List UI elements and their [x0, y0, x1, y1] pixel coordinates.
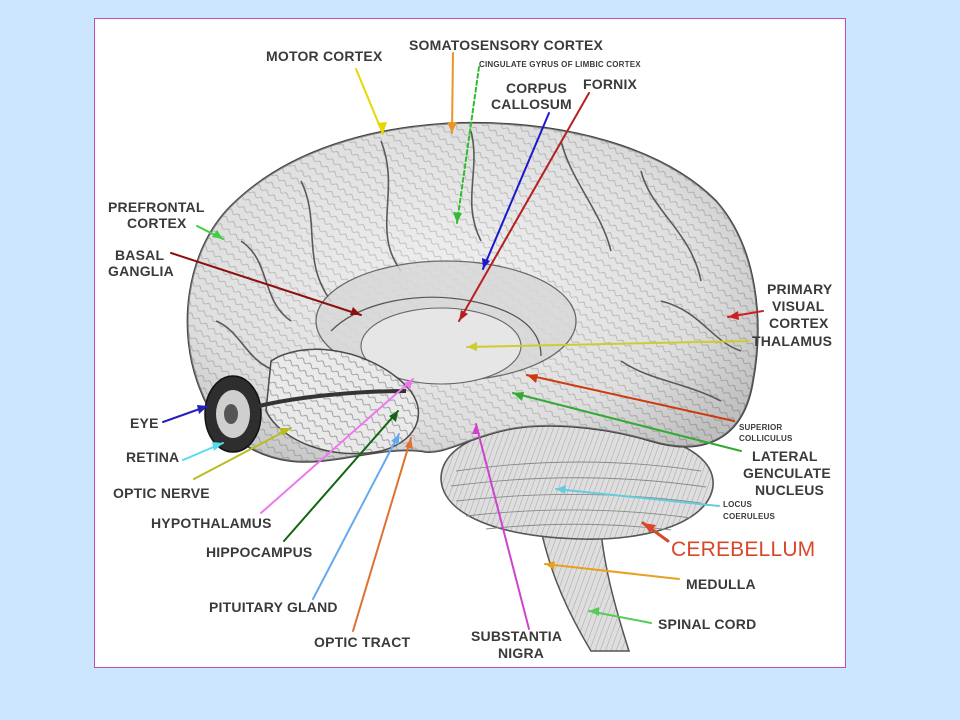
label-spinal-cord: SPINAL CORD: [658, 616, 756, 632]
label-locus-line2: COERULEUS: [723, 512, 775, 521]
label-fornix: FORNIX: [583, 76, 638, 92]
label-corpus-callosum-line1: CORPUS: [506, 80, 567, 96]
cerebellum-arrowhead: [643, 523, 656, 533]
hypothalamus-arrowhead: [404, 379, 413, 390]
label-medulla: MEDULLA: [686, 576, 756, 592]
somatosensory-arrowhead: [447, 122, 457, 133]
label-corpus-callosum-line2: CALLOSUM: [491, 96, 572, 112]
cingulate-gyrus-line: [456, 66, 480, 224]
spinal-cord-arrowhead: [589, 607, 599, 616]
pituitary-arrowhead: [391, 434, 399, 445]
locus-coeruleus-line: [555, 488, 720, 507]
arrowheads: [197, 122, 739, 616]
motor-cortex-arrowhead: [377, 122, 387, 134]
label-basal-ganglia-line2: GANGLIA: [108, 263, 174, 279]
cingulate-arrowhead: [453, 212, 462, 223]
label-substantia-nigra-line1: SUBSTANTIA: [471, 628, 562, 644]
substantia-nigra-line: [475, 423, 530, 630]
label-lateral-line1: LATERAL: [752, 448, 818, 464]
superior-colliculus-arrowhead: [527, 374, 538, 383]
label-eye: EYE: [130, 415, 159, 431]
label-superior-colliculus-line2: COLLICULUS: [739, 434, 793, 443]
basal-ganglia-line: [170, 252, 362, 316]
label-lateral-line3: NUCLEUS: [755, 482, 824, 498]
label-primary-visual-line3: CORTEX: [769, 315, 829, 331]
lateral-geniculate-arrowhead: [513, 392, 524, 401]
somatosensory-cortex-line: [451, 52, 454, 134]
label-motor-cortex: MOTOR CORTEX: [266, 48, 383, 64]
label-lateral-line2: GENCULATE: [743, 465, 831, 481]
optic-nerve-arrowhead: [279, 428, 291, 436]
label-somatosensory-cortex: SOMATOSENSORY CORTEX: [409, 37, 604, 53]
pituitary-gland-line: [312, 433, 400, 600]
label-primary-visual-line1: PRIMARY: [767, 281, 833, 297]
eyeball-pupil: [224, 404, 238, 424]
substantia-nigra-arrowhead: [472, 424, 480, 434]
prefrontal-arrowhead: [212, 230, 223, 239]
optic-nerve-line: [193, 427, 292, 480]
label-thalamus: THALAMUS: [752, 333, 832, 349]
brain-diagram-frame: MOTOR CORTEX SOMATOSENSORY CORTEX CINGUL…: [94, 18, 846, 668]
label-cerebellum: CEREBELLUM: [671, 538, 815, 561]
gyri-lines: [215, 130, 742, 402]
medulla-arrowhead: [545, 561, 555, 570]
locus-coeruleus-arrowhead: [556, 485, 566, 494]
retina-arrowhead: [212, 442, 223, 451]
cerebellum-folia: [450, 461, 707, 531]
lateral-geniculate-line: [512, 392, 742, 452]
hypothalamus-line: [260, 378, 414, 514]
basal-ganglia-arrowhead: [350, 307, 361, 315]
fornix-arrowhead: [459, 310, 468, 321]
label-superior-colliculus-line1: SUPERIOR: [739, 423, 782, 432]
corpus-callosum-arrowhead: [482, 258, 490, 269]
optic-tract-line: [352, 437, 412, 632]
fornix-line: [458, 92, 590, 322]
medulla-line: [544, 563, 680, 580]
spinal-cord-line: [588, 610, 652, 624]
label-primary-visual-line2: VISUAL: [772, 298, 825, 314]
label-retina: RETINA: [126, 449, 179, 465]
label-optic-nerve: OPTIC NERVE: [113, 485, 210, 501]
label-substantia-nigra-line2: NIGRA: [498, 645, 544, 661]
optic-nerve-shape: [258, 389, 407, 408]
label-basal-ganglia-line1: BASAL: [115, 247, 164, 263]
hippocampus-line: [283, 410, 399, 542]
label-optic-tract: OPTIC TRACT: [314, 634, 411, 650]
labels: MOTOR CORTEX SOMATOSENSORY CORTEX CINGUL…: [108, 37, 833, 661]
label-locus-line1: LOCUS: [723, 500, 752, 509]
temporal-lobe-shape: [265, 348, 420, 455]
thalamus-line: [466, 340, 750, 348]
label-cingulate-gyrus: CINGULATE GYRUS OF LIMBIC CORTEX: [479, 60, 641, 69]
primary-visual-arrowhead: [728, 311, 739, 320]
thalamus-arrowhead: [467, 342, 477, 351]
superior-colliculus-line: [526, 374, 735, 422]
label-hippocampus: HIPPOCAMPUS: [206, 544, 312, 560]
hippocampus-arrowhead: [389, 411, 398, 422]
leader-lines: [162, 52, 764, 632]
optic-tract-arrowhead: [405, 438, 413, 449]
corpus-callosum-line: [482, 112, 550, 270]
brain-illustration: [186, 121, 759, 652]
brain-diagram: MOTOR CORTEX SOMATOSENSORY CORTEX CINGUL…: [108, 37, 833, 661]
eye-arrowhead: [197, 405, 208, 414]
label-hypothalamus: HYPOTHALAMUS: [151, 515, 272, 531]
label-prefrontal-line2: CORTEX: [127, 215, 187, 231]
label-prefrontal-line1: PREFRONTAL: [108, 199, 205, 215]
label-pituitary-gland: PITUITARY GLAND: [209, 599, 338, 615]
